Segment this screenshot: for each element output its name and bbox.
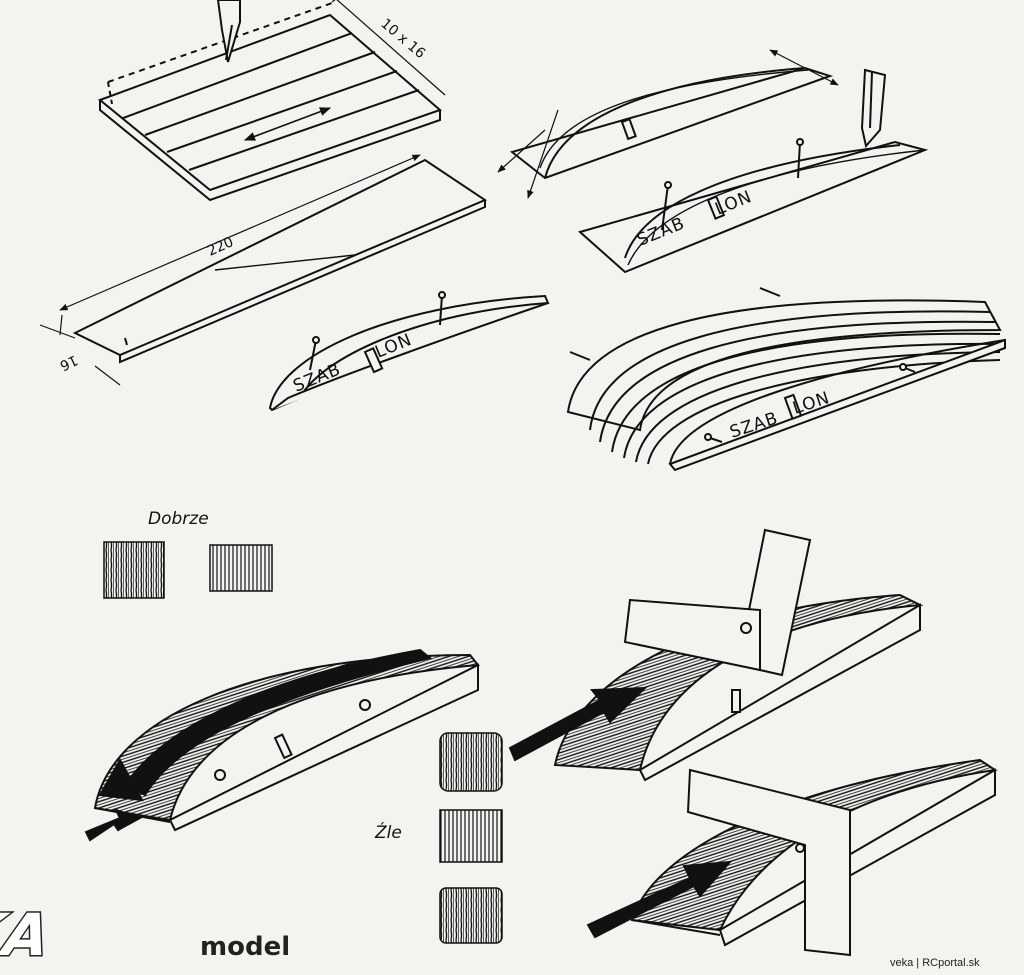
set-square-top [623, 528, 812, 677]
squaring-rib-bottom [586, 758, 998, 957]
sample-good-1 [103, 541, 165, 599]
label-bad: Źle [374, 821, 402, 843]
template-step2 [577, 68, 929, 274]
long-strip [39, 154, 488, 386]
sample-bad-2 [439, 809, 503, 863]
dim-strip-width: 16 [57, 351, 80, 373]
rib-stack [566, 287, 1006, 472]
logo-subtext: model [200, 932, 290, 962]
sample-good-2 [209, 544, 273, 592]
label-good: Dobrze [148, 509, 209, 529]
source-credit: veka | RCportal.sk [890, 957, 980, 969]
squaring-rib-top [508, 528, 924, 782]
template-step1 [268, 291, 550, 412]
dim-strip-section: 10 x 16 [377, 16, 428, 62]
set-square-bottom [686, 768, 851, 957]
knife-icon [216, 0, 241, 63]
logo-text: VEKA [0, 901, 54, 969]
sample-bad-3 [439, 887, 503, 944]
brand-logo: VEKA model [0, 900, 290, 971]
bending-step [497, 49, 839, 199]
plank-cutting-step [98, 0, 446, 202]
sanding-rib [84, 648, 480, 842]
sample-bad-1 [439, 732, 503, 792]
pencil-icon [860, 68, 887, 149]
